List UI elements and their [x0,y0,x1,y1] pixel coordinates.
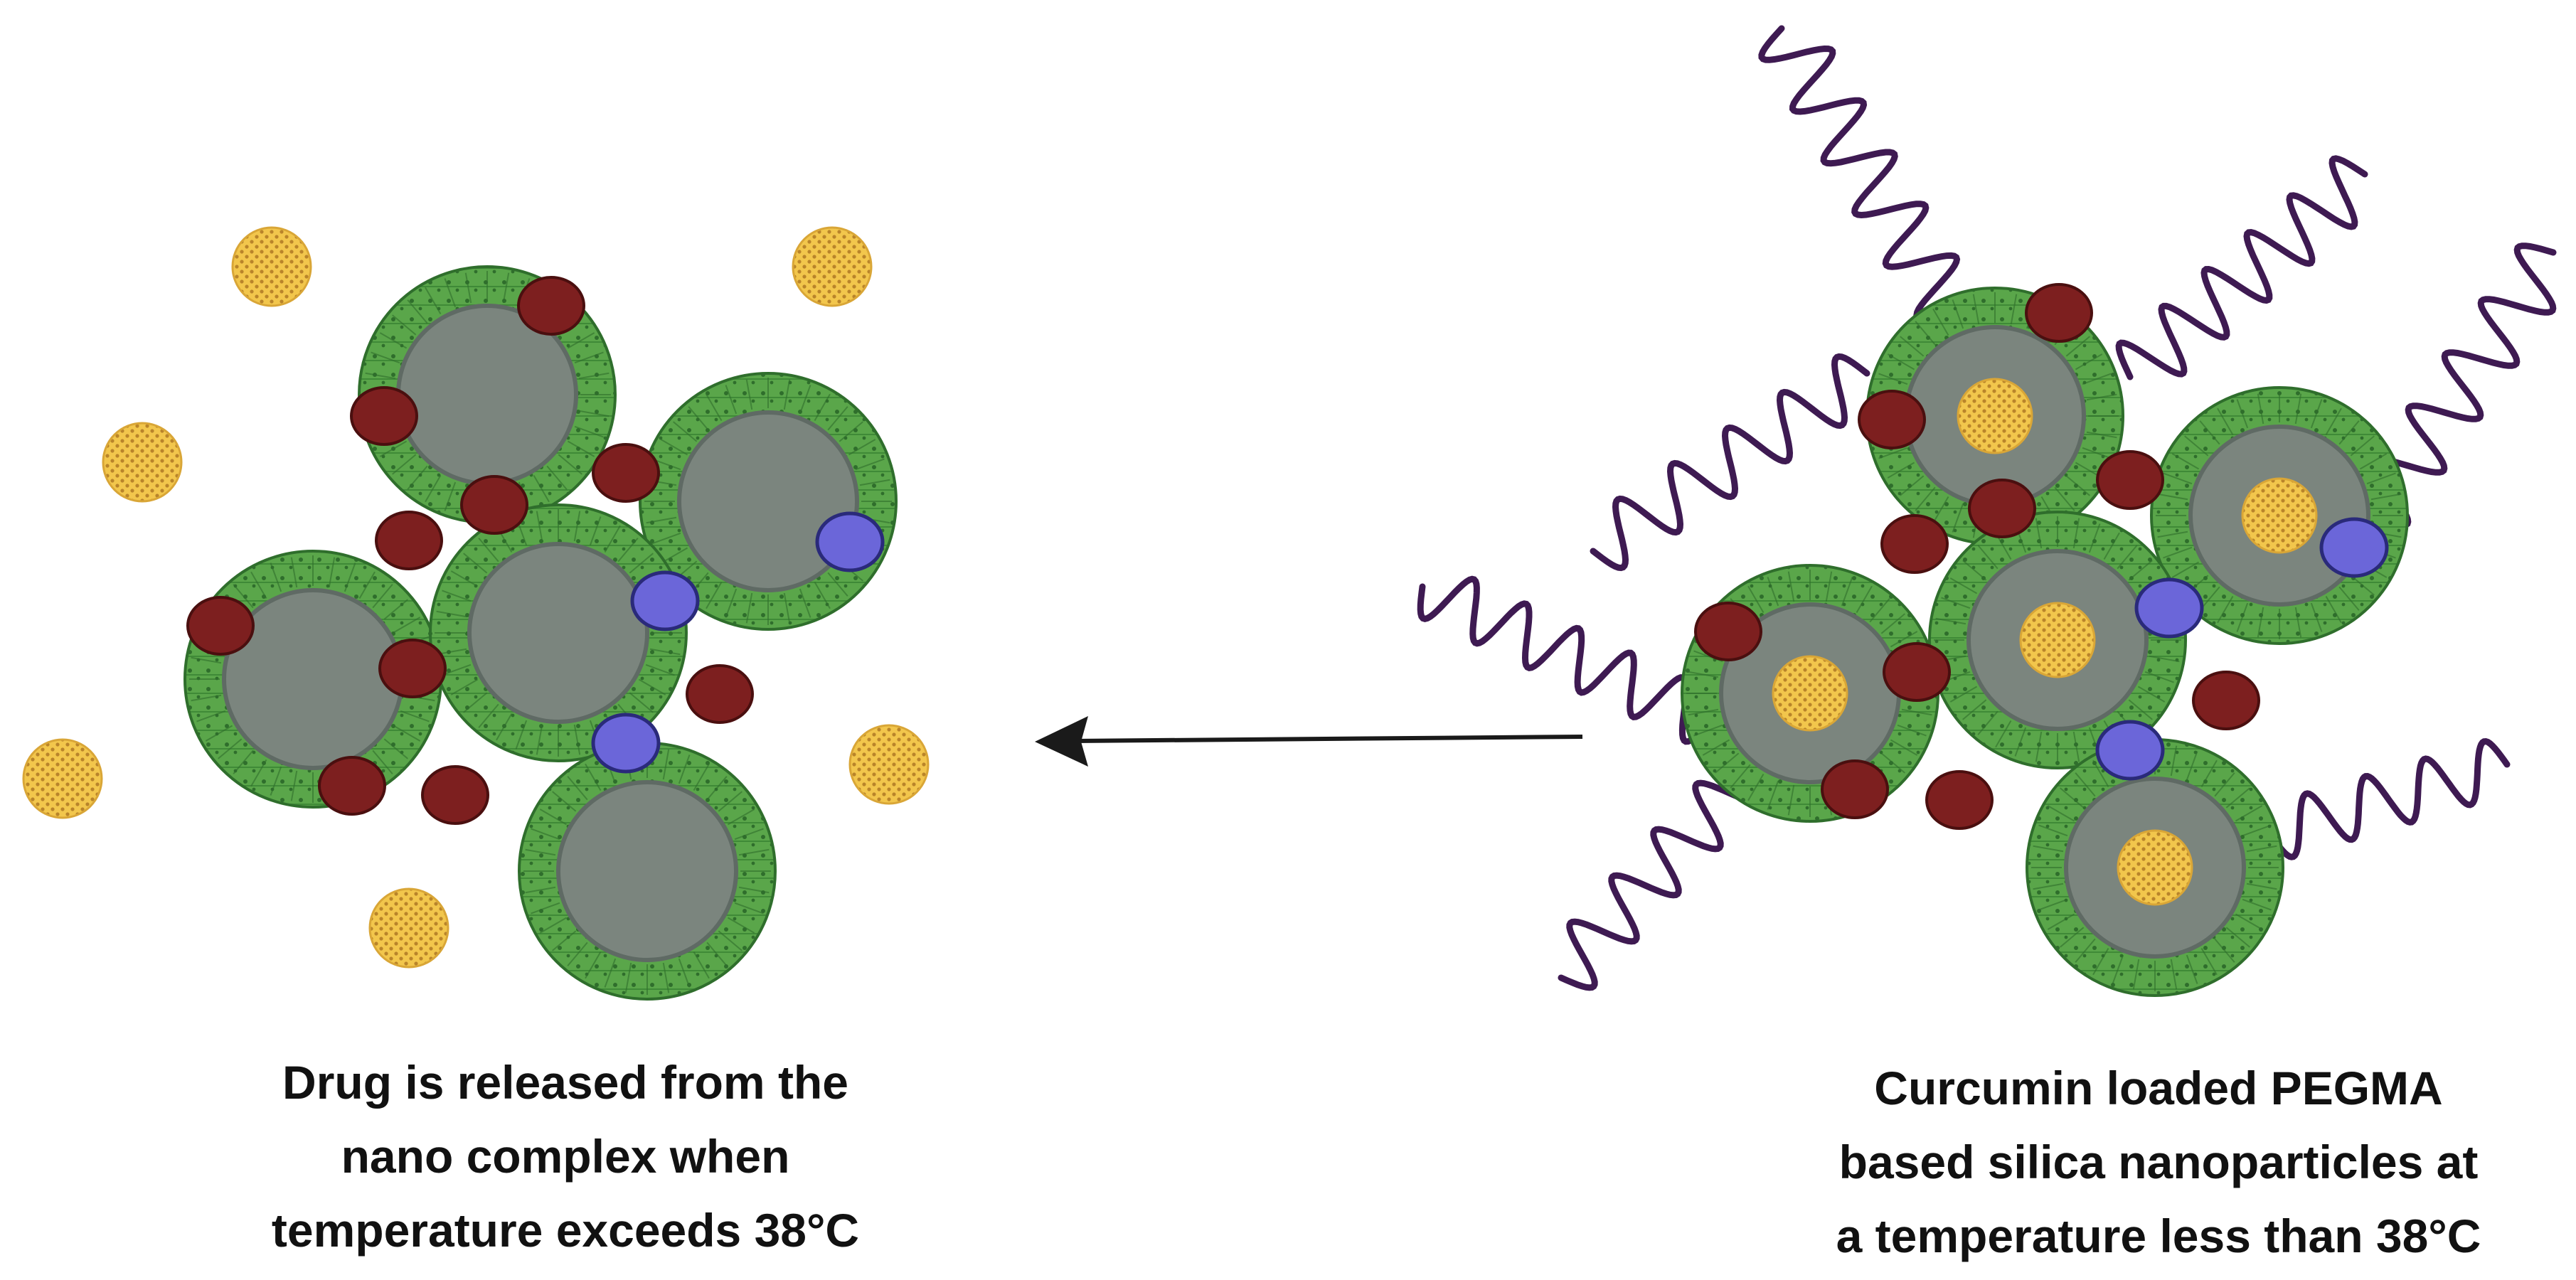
curcumin-sphere-icon [1957,378,2033,454]
crosslinker-molecule-icon [375,511,443,570]
linker-molecule-icon [2319,517,2389,578]
linker-molecule-icon [815,511,885,572]
linker-molecule-icon [591,713,661,774]
curcumin-sphere-icon [2241,477,2318,554]
curcumin-sphere-icon [2019,602,2096,678]
crosslinker-molecule-icon [2096,450,2164,510]
linker-molecule-icon [630,570,700,631]
arrow-left-icon [1035,716,1583,767]
crosslinker-molecule-icon [2192,671,2260,730]
linker-molecule-icon [2095,720,2165,781]
caption-right-line-2: based silica nanoparticles at [1838,1136,2479,1188]
silica-nanoparticle-icon [429,503,688,762]
crosslinker-molecule-icon [460,475,528,535]
crosslinker-molecule-icon [592,443,660,503]
crosslinker-molecule-icon [1880,514,1949,574]
curcumin-sphere-icon [22,738,103,819]
caption-left-line-2: nano complex when [341,1130,790,1183]
curcumin-sphere-icon [1772,655,1848,732]
crosslinker-molecule-icon [186,596,255,656]
crosslinker-molecule-icon [2025,283,2093,343]
curcumin-sphere-icon [2117,829,2193,906]
caption-right-line-3: a temperature less than 38°C [1836,1210,2481,1262]
crosslinker-molecule-icon [686,664,754,724]
polymer-chains [1417,25,2557,991]
curcumin-sphere-icon [102,422,183,503]
pegma-polymer-chain-icon [2115,155,2368,380]
caption-loaded-nanoparticles: Curcumin loaded PEGMA based silica nanop… [1799,1051,2518,1273]
crosslinker-molecule-icon [318,756,386,816]
crosslinker-molecule-icon [1821,759,1889,819]
crosslinker-molecule-icon [421,765,489,825]
pegma-polymer-chain-icon [2237,738,2511,860]
crosslinker-molecule-icon [1883,642,1951,702]
silica-nanoparticle-icon [518,742,777,1001]
curcumin-sphere-icon [848,724,930,805]
caption-drug-release: Drug is released from the nano complex w… [210,1045,921,1267]
linker-molecule-icon [2134,577,2204,639]
caption-right-line-1: Curcumin loaded PEGMA [1874,1062,2443,1114]
small-molecules [22,226,2389,969]
crosslinker-molecule-icon [517,276,585,336]
caption-left-line-3: temperature exceeds 38°C [271,1204,860,1257]
curcumin-sphere-icon [231,226,312,307]
crosslinker-molecule-icon [1968,479,2036,538]
pegma-polymer-chain-icon [1590,353,1870,572]
caption-left-line-1: Drug is released from the [282,1056,848,1109]
crosslinker-molecule-icon [350,386,418,446]
curcumin-sphere-icon [792,226,873,307]
crosslinker-molecule-icon [1925,770,1994,830]
pegma-polymer-chain-icon [1758,25,1961,322]
pegma-polymer-chain-icon [1417,575,1714,745]
crosslinker-molecule-icon [1858,390,1926,449]
crosslinker-molecule-icon [1694,602,1762,661]
crosslinker-molecule-icon [378,639,447,698]
curcumin-sphere-icon [368,887,449,969]
